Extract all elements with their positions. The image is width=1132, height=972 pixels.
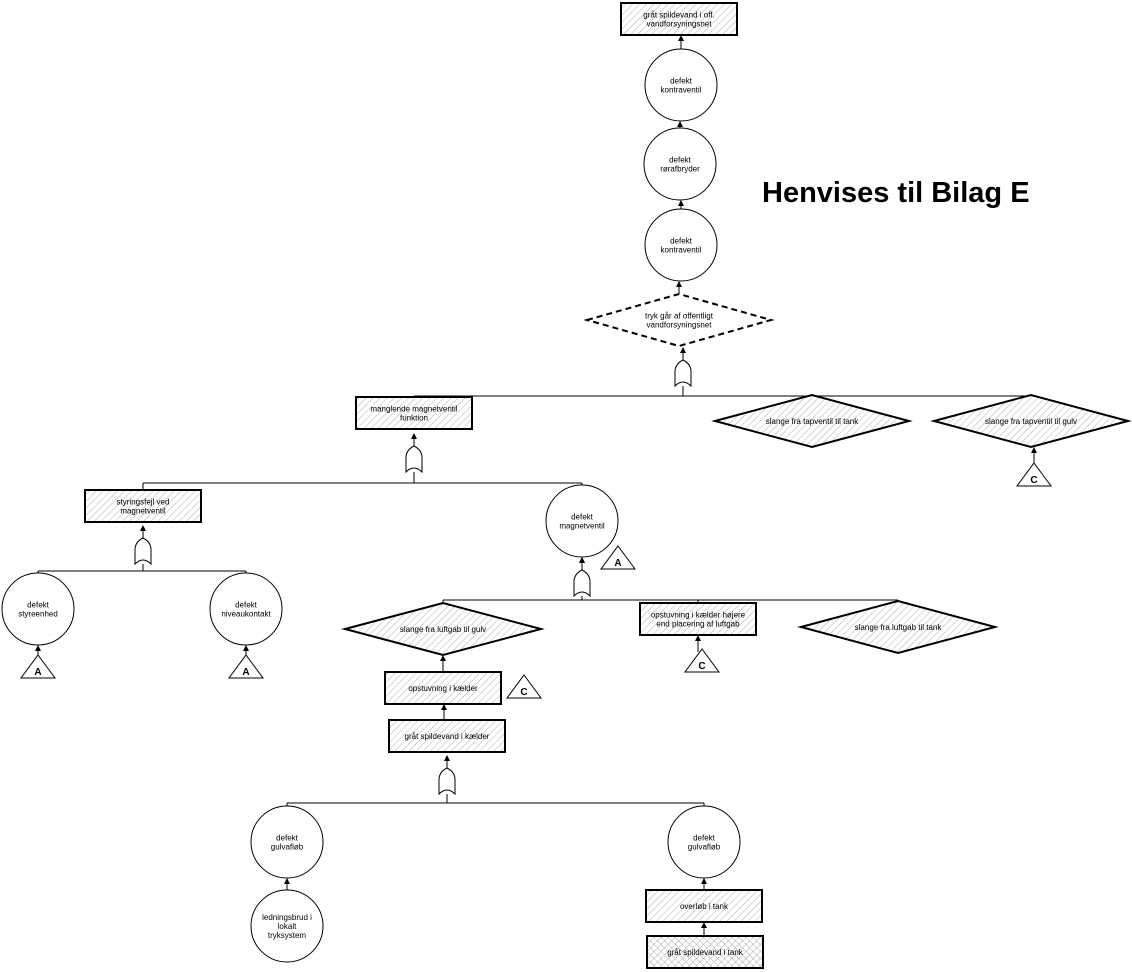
event-label: slange fra tapventil til gulv [985,417,1077,426]
event-label: defekt [670,237,693,246]
event-label: slange fra luftgab til tank [855,623,943,632]
event-tank-overflow: overløb i tank [645,889,763,923]
event-label: tryk går af offentligt [645,312,714,321]
event-label: styringsfejl ved [117,498,170,507]
transfer-triangle-icon: A [20,654,56,679]
transfer-label: C [1030,475,1037,486]
event-label: defekt [571,513,594,522]
event-label: end placering af luftgab [656,620,740,629]
event-label: gråt spildevand i tank [667,948,744,957]
event-label: magnetventil [120,507,166,516]
connector-lines [35,35,1037,936]
event-label: kontraventil [661,246,702,255]
transfer-triangle-icon: A [228,654,264,679]
event-hose-airgap-to-floor: slange fra luftgab til gulv [341,601,545,657]
transfer-triangle-icon: C [1016,462,1052,487]
event-label: lokalt [278,922,297,931]
transfer-label: A [614,558,621,569]
or-gate-icon [405,445,423,474]
event-grey-water-tank: gråt spildevand i tank [646,935,764,969]
event-label: defekt [235,601,258,610]
event-label: slange fra tapventil til tank [766,417,859,426]
event-label: slange fra luftgab til gulv [400,625,486,634]
event-label: gulvafløb [688,843,721,852]
event-label: overløb i tank [680,902,729,911]
transfer-symbols: C A A A C C [20,462,1052,699]
event-label: ledningsbrud i [262,913,312,922]
event-label: defekt [670,77,693,86]
or-gate-icon [134,537,152,566]
event-label: funktion [400,414,428,423]
event-hose-airgap-to-tank: slange fra luftgab til tank [797,599,999,655]
event-label: niveaukontakt [221,610,271,619]
or-gate-icon [438,767,456,796]
transfer-label: C [520,687,527,698]
event-hose-tap-to-floor: slange fra tapventil til gulv [930,393,1132,449]
event-label: gråt spildevand i kælder [405,732,490,741]
event-label: magnetventil [559,522,605,531]
event-top-event: gråt spildevand i off.vandforsyningsnet [620,2,738,36]
event-label: manglende magnetventil [370,405,457,414]
event-label: vandforsyningsnet [647,321,713,330]
event-label: gulvafløb [271,843,304,852]
logic-gates [134,359,692,796]
event-grey-water-basement: gråt spildevand i kælder [388,719,506,753]
event-label: defekt [27,601,50,610]
event-label: opstuvning i kælder [408,684,478,693]
event-label: gråt spildevand i off. [643,11,714,20]
event-label: rørafbryder [660,165,700,174]
event-label: vandforsyningsnet [647,20,713,29]
transfer-label: C [698,661,705,672]
event-label: styreenhed [18,610,58,619]
transfer-triangle-icon: C [506,674,542,699]
event-label: opstuvning i kælder højere [651,611,746,620]
event-label: tryksystem [268,931,307,940]
event-label: defekt [693,834,716,843]
transfer-triangle-icon: C [684,648,720,673]
event-label: defekt [276,834,299,843]
page-title: Henvises til Bilag E [762,177,1030,209]
event-label: defekt [669,156,692,165]
event-label: kontraventil [661,86,702,95]
transfer-label: A [242,667,249,678]
transfer-triangle-icon: A [600,545,636,570]
or-gate-icon [674,359,692,388]
event-hose-tap-to-tank: slange fra tapventil til tank [711,393,913,449]
event-backflow-basement: opstuvning i kælder [384,671,502,705]
or-gate-icon [573,569,591,598]
transfer-label: A [34,667,41,678]
